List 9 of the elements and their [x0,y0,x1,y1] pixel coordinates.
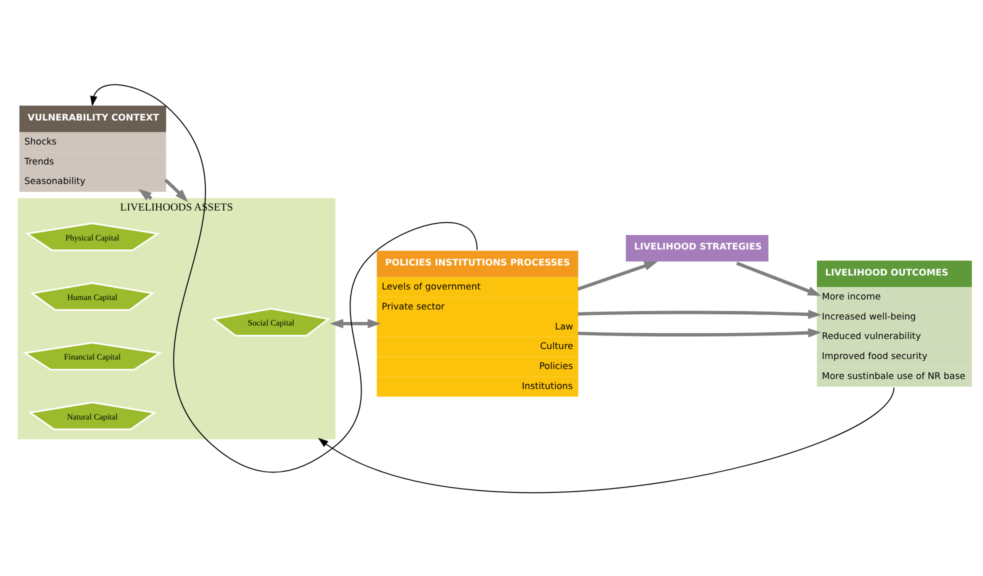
arrow [164,178,188,202]
arrow [318,386,894,493]
node-box: LIVELIHOOD STRATEGIES [626,234,768,261]
arrow [330,318,382,328]
arrow [577,260,658,290]
arrow [90,84,478,472]
arrow [578,328,822,338]
arrow [736,261,822,296]
arrow [578,309,822,319]
